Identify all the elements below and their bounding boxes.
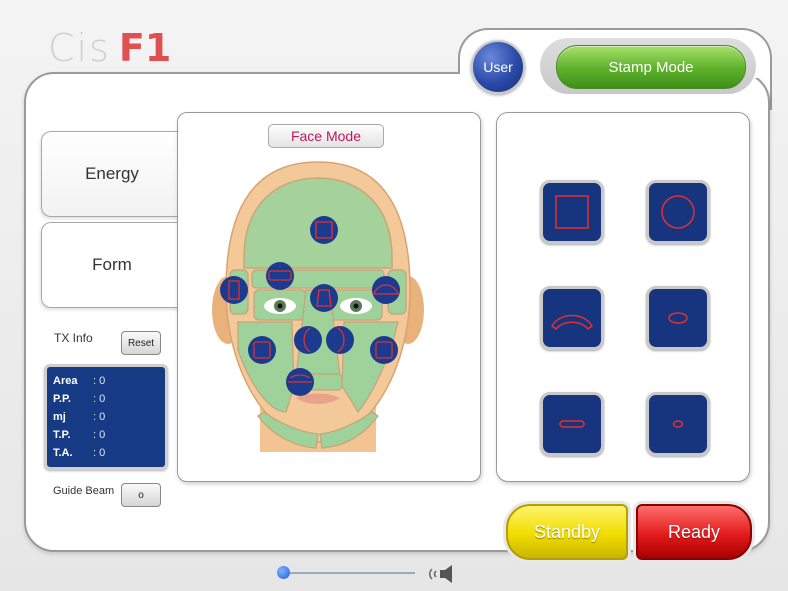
standby-button[interactable]: Standby [506, 504, 628, 560]
face-mode-label: Face Mode [268, 124, 384, 148]
volume-slider-handle[interactable] [276, 566, 290, 579]
tab-energy-label: Energy [85, 164, 139, 183]
info-key: T.A. [53, 447, 73, 459]
tx-info-label: TX Info [54, 331, 93, 345]
dot-ellipse-shape-icon [672, 420, 684, 428]
shape-ellipse-button[interactable] [646, 286, 710, 350]
info-value: : 0 [93, 447, 106, 459]
guide-beam-label: Guide Beam [53, 485, 115, 497]
info-row-pp: P.P. : 0 [53, 393, 105, 405]
circle-shape-icon [661, 195, 695, 229]
nose-bridge-marker[interactable] [310, 284, 338, 312]
info-row-tp: T.P. : 0 [53, 429, 105, 441]
forehead-marker[interactable] [310, 216, 338, 244]
left-temple-marker[interactable] [220, 276, 248, 304]
logo-text: Cis [48, 26, 111, 70]
stamp-shape-panel [496, 112, 750, 482]
left-chin-zone[interactable] [257, 411, 319, 449]
tab-form-label: Form [92, 255, 132, 274]
tx-info-box: Area : 0 P.P. : 0 mj : 0 T.P. : 0 T.A. :… [44, 364, 168, 470]
square-shape-icon [555, 195, 589, 229]
guide-beam-button[interactable]: o [121, 483, 161, 507]
shape-bar-button[interactable] [540, 392, 604, 456]
tab-energy[interactable]: Energy [41, 131, 182, 217]
info-key: mj [53, 411, 66, 423]
stamp-mode-button[interactable]: Stamp Mode [556, 45, 746, 89]
user-button[interactable]: User [471, 40, 525, 94]
info-key: T.P. [53, 429, 71, 441]
shape-circle-button[interactable] [646, 180, 710, 244]
shape-arc-button[interactable] [540, 286, 604, 350]
info-key: Area [53, 375, 78, 387]
right-nose-marker[interactable] [326, 326, 354, 354]
arc-shape-icon [551, 314, 593, 331]
info-row-area: Area : 0 [53, 375, 105, 387]
shape-dot-button[interactable] [646, 392, 710, 456]
bar-shape-icon [559, 420, 585, 428]
info-value: : 0 [93, 429, 106, 441]
lips [296, 393, 340, 404]
info-value: : 0 [93, 411, 106, 423]
speaker-icon[interactable] [426, 562, 458, 586]
left-cheek-marker[interactable] [248, 336, 276, 364]
reset-button[interactable]: Reset [121, 331, 161, 355]
right-eye-marker[interactable] [372, 276, 400, 304]
info-value: : 0 [93, 375, 106, 387]
app-logo: Cis F1 [48, 22, 171, 70]
right-cheek-marker[interactable] [370, 336, 398, 364]
small-ellipse-shape-icon [668, 312, 688, 324]
left-eye [253, 289, 307, 321]
shape-square-button[interactable] [540, 180, 604, 244]
left-cheek-zone[interactable] [237, 321, 295, 413]
info-row-ta: T.A. : 0 [53, 447, 105, 459]
brow-marker[interactable] [266, 262, 294, 290]
volume-slider-track[interactable] [283, 572, 415, 574]
lip-marker[interactable] [286, 368, 314, 396]
tab-form[interactable]: Form [41, 222, 182, 308]
info-value: : 0 [93, 393, 106, 405]
face-diagram [212, 161, 424, 452]
info-key: P.P. [53, 393, 71, 405]
right-chin-zone[interactable] [319, 411, 379, 449]
info-row-mj: mj : 0 [53, 411, 105, 423]
ready-button[interactable]: Ready [636, 504, 752, 560]
logo-accent: F1 [118, 26, 172, 70]
left-nose-marker[interactable] [294, 326, 322, 354]
